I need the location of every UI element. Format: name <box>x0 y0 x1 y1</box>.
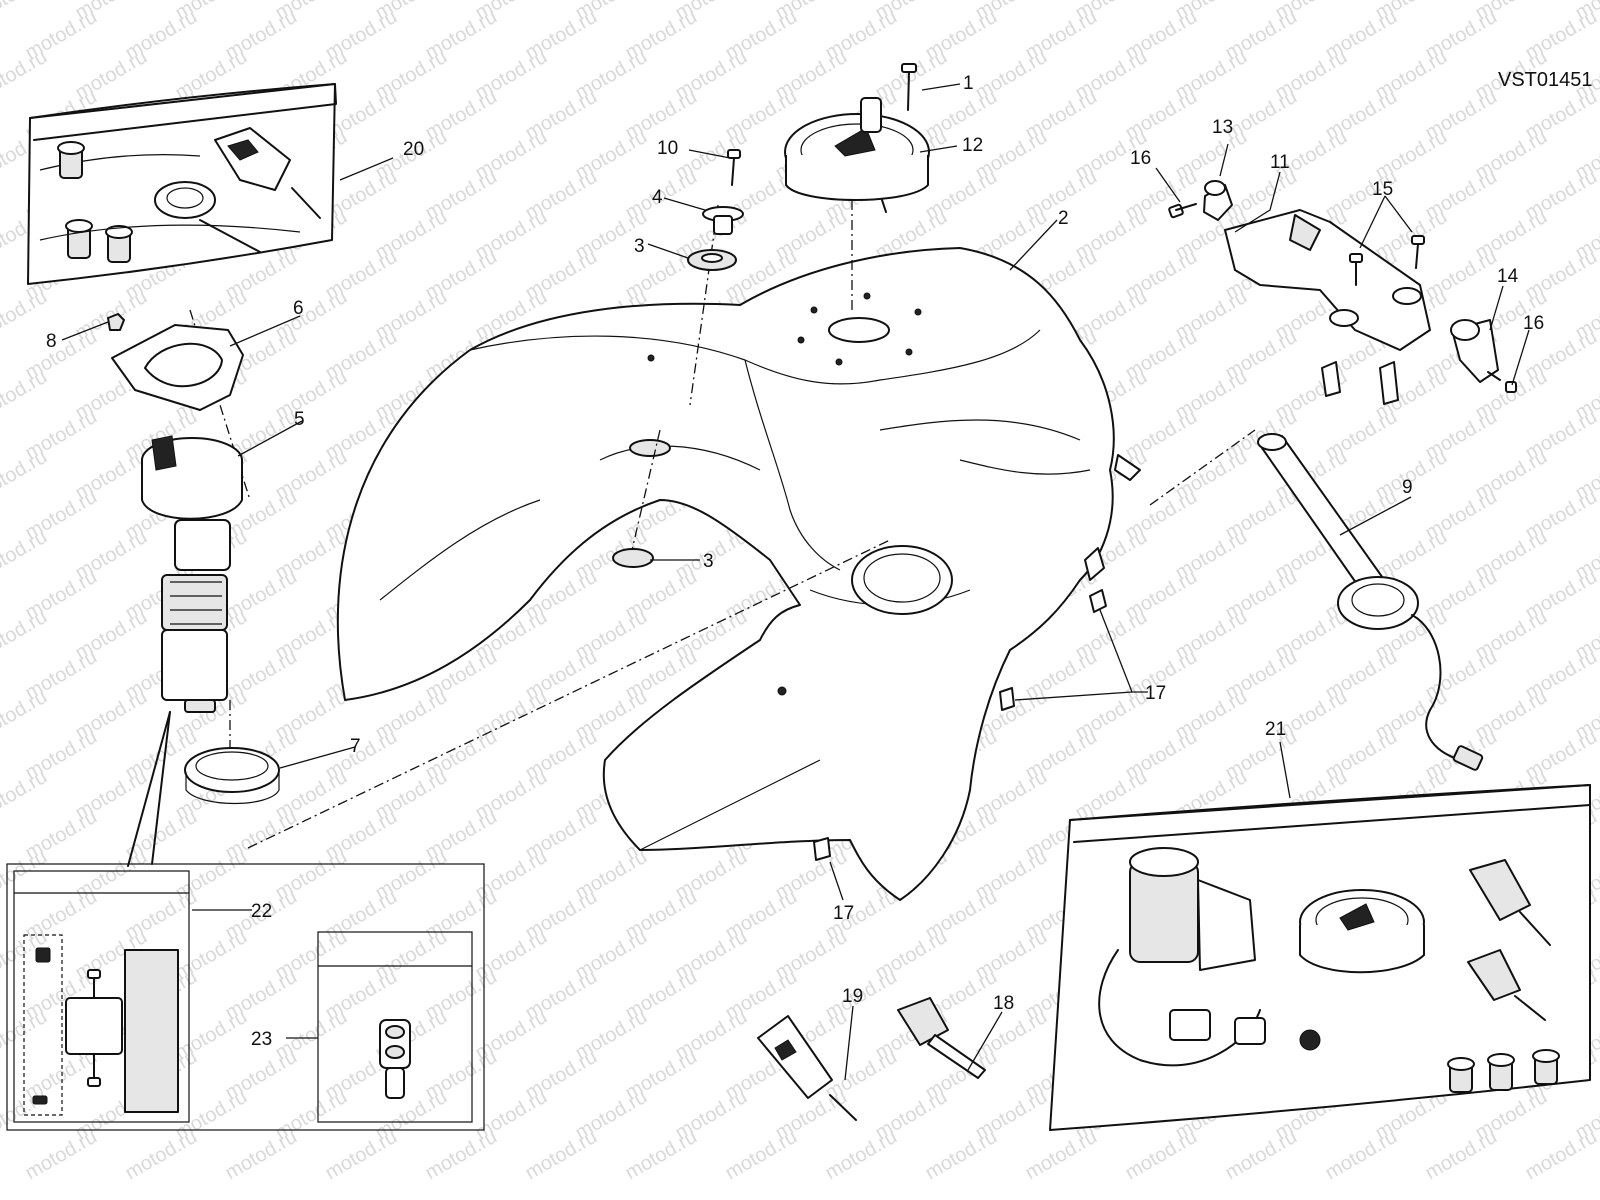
inset-frame <box>6 711 485 1131</box>
callout-20: 20 <box>403 139 424 160</box>
callout-14: 14 <box>1497 266 1519 287</box>
watermark-text: motod.ru <box>1522 1126 1600 1185</box>
callout-17-right: 17 <box>1145 683 1166 704</box>
callout-16-left: 16 <box>1130 148 1151 169</box>
watermark-text: motod.ru <box>1422 1126 1501 1185</box>
screw-1 <box>901 63 917 111</box>
callout-10: 10 <box>657 138 678 159</box>
screw-10 <box>727 149 741 186</box>
watermark-text: motod.ru <box>122 1126 201 1185</box>
flange-6 <box>111 324 244 411</box>
fuel-tank <box>336 247 1141 901</box>
callout-21: 21 <box>1265 719 1286 740</box>
callout-2: 2 <box>1058 208 1069 229</box>
watermark-text: motod.ru <box>0 686 51 745</box>
callout-9: 9 <box>1402 477 1413 498</box>
callout-4: 4 <box>652 187 663 208</box>
callout-18: 18 <box>993 993 1014 1014</box>
watermark-text: motod.ru <box>822 1126 901 1185</box>
watermark-text: motod.ru <box>422 1126 501 1185</box>
callout-3-top: 3 <box>634 236 645 257</box>
watermark-text: motod.ru <box>1022 1126 1101 1185</box>
watermark-text: motod.ru <box>0 766 51 825</box>
watermark-text: motod.ru <box>1122 1126 1201 1185</box>
callout-23: 23 <box>251 1029 272 1050</box>
nut-8 <box>107 313 125 331</box>
watermark-text: motod.ru <box>0 1006 51 1065</box>
o-ring-7 <box>184 747 280 804</box>
kit-20-panel <box>27 83 337 285</box>
callout-19: 19 <box>842 986 863 1007</box>
level-sensor-9 <box>1257 433 1484 771</box>
watermark-text: motod.ru <box>0 46 51 105</box>
grommet-3-top <box>687 249 737 271</box>
watermark-text: motod.ru <box>0 526 51 585</box>
callout-3-bottom: 3 <box>703 551 714 572</box>
filter-kit-22-box <box>13 870 190 1123</box>
callout-17-bottom: 17 <box>833 903 854 924</box>
callout-labels: 1 2 3 3 4 5 6 7 8 9 10 11 12 13 14 15 16… <box>46 73 1544 1050</box>
clips-17 <box>813 589 1107 861</box>
watermark-text: motod.ru <box>1222 1126 1301 1185</box>
kit-21-panel <box>1049 784 1591 1131</box>
watermark-text: motod.ru <box>522 1126 601 1185</box>
callout-8: 8 <box>46 331 57 352</box>
clamp-14 <box>1450 319 1499 383</box>
regulator-23-box <box>317 931 473 1123</box>
fuel-pump-5 <box>141 435 243 713</box>
watermark-text: motod.ru <box>222 1126 301 1185</box>
screws-15-16 <box>1168 203 1517 405</box>
spacer-4 <box>702 206 744 235</box>
watermark-text: motod.ru <box>0 366 51 425</box>
watermark-text: motod.ru <box>622 1126 701 1185</box>
key-18 <box>897 997 986 1079</box>
watermark-text: motod.ru <box>322 1126 401 1185</box>
watermark-text: motod.ru <box>0 606 51 665</box>
callout-1: 1 <box>963 73 974 94</box>
callout-11: 11 <box>1270 152 1290 173</box>
drawing-code: VST01451 <box>1498 69 1593 91</box>
callout-13: 13 <box>1212 117 1233 138</box>
watermark-text: motod.ru <box>722 1126 801 1185</box>
watermark-text: motod.ru <box>1322 1126 1401 1185</box>
callout-7: 7 <box>350 736 361 757</box>
key-19 <box>757 1015 857 1121</box>
callout-22: 22 <box>251 901 272 922</box>
watermark-text: motod.ru <box>22 1126 101 1185</box>
fuel-cap-12 <box>784 97 930 213</box>
callout-16-right: 16 <box>1523 313 1544 334</box>
watermark-text: motod.ru <box>0 286 51 345</box>
callout-6: 6 <box>293 298 304 319</box>
watermark-text: motod.ru <box>922 1126 1001 1185</box>
callout-12: 12 <box>962 135 983 156</box>
bracket-11 <box>1224 209 1431 351</box>
clamp-13 <box>1203 180 1233 221</box>
callout-15: 15 <box>1372 179 1393 200</box>
watermark-text: motod.ru <box>0 0 51 24</box>
callout-5: 5 <box>294 409 305 430</box>
watermark-text: motod.ru <box>0 446 51 505</box>
leader-lines <box>61 83 1530 1081</box>
watermark-text: motod.ru <box>0 846 51 905</box>
